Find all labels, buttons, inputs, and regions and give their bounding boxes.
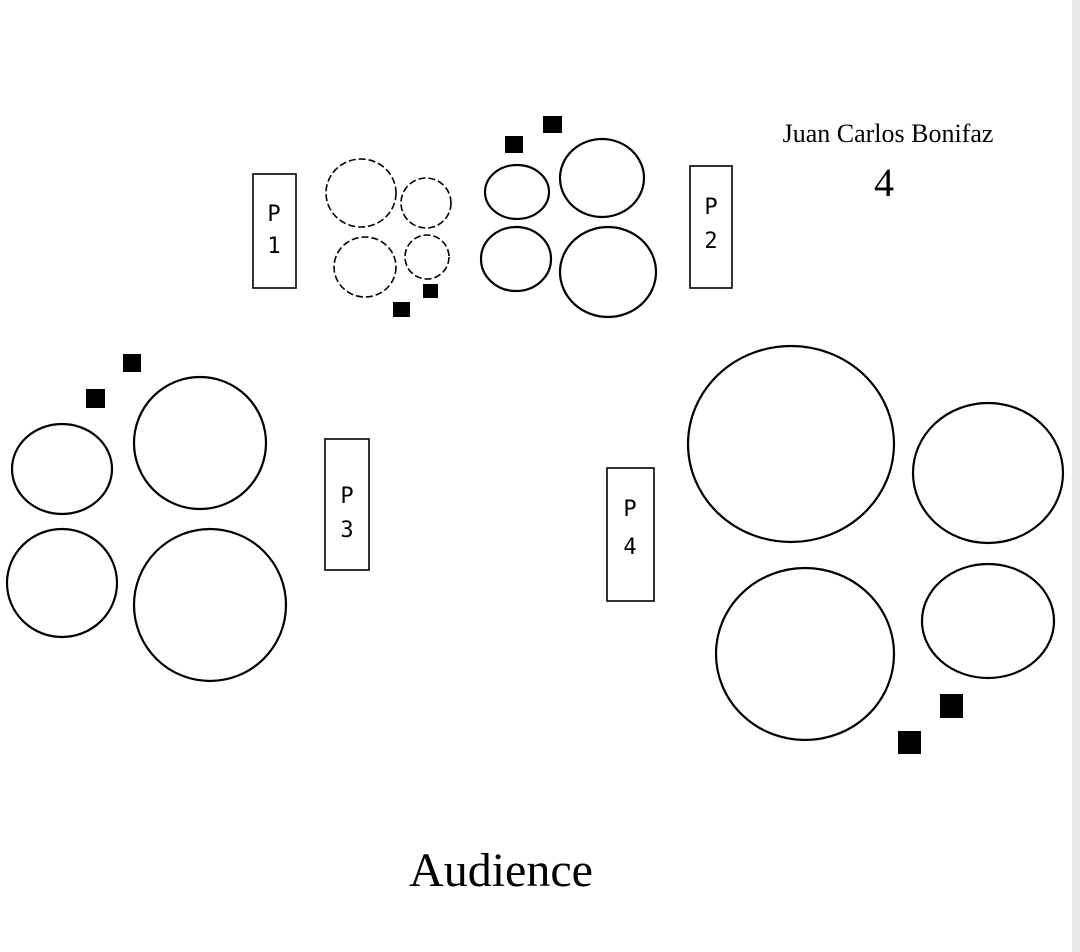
player-1-mic-a: [393, 302, 410, 317]
player-2-box: [689, 165, 733, 289]
player-4-mic-a: [898, 731, 921, 754]
piece-number: 4: [874, 160, 894, 205]
player-2-drum-b: [558, 137, 646, 219]
composer-name: Juan Carlos Bonifaz: [783, 119, 994, 148]
player-2-drum-c: [479, 225, 553, 293]
player-3-drum-a: [10, 422, 114, 516]
player-2-mic-a: [505, 136, 523, 153]
player-1-number: 1: [267, 234, 280, 259]
player-1-drum-b: [400, 177, 452, 229]
player-4-drum-c: [714, 566, 896, 742]
player-3-number: 3: [340, 518, 353, 543]
player-2-drum-a: [483, 163, 551, 221]
player-3-drum-d: [132, 527, 288, 683]
player-4-number: 4: [623, 535, 636, 560]
player-2-letter: P: [704, 195, 717, 220]
player-4-mic-b: [940, 694, 963, 718]
player-1-mic-b: [423, 284, 438, 298]
player-4-group: P 4: [606, 344, 1065, 754]
player-3-mic-b: [123, 354, 141, 372]
player-2-drum-d: [558, 225, 658, 319]
player-3-drum-c: [5, 527, 119, 639]
player-3-mic-a: [86, 389, 105, 408]
player-1-letter: P: [267, 202, 280, 227]
player-3-box: [324, 438, 370, 571]
player-3-letter: P: [340, 484, 353, 509]
player-1-drum-d: [404, 234, 450, 280]
player-4-box: [606, 467, 655, 602]
player-1-drum-c: [333, 236, 397, 298]
page-edge-strip: [1072, 0, 1080, 952]
player-3-drum-b: [132, 375, 268, 511]
player-4-letter: P: [623, 497, 636, 522]
player-2-mic-b: [543, 116, 562, 133]
player-2-group: P 2: [479, 116, 733, 319]
player-2-number: 2: [704, 229, 717, 254]
player-1-drum-a: [325, 158, 397, 228]
player-3-group: P 3: [5, 354, 370, 683]
audience-label: Audience: [409, 844, 593, 897]
player-4-drum-d: [920, 562, 1056, 680]
player-1-box: [252, 173, 297, 289]
player-4-drum-a: [686, 344, 896, 544]
player-1-group: P 1: [252, 158, 452, 317]
player-4-drum-b: [911, 401, 1065, 545]
